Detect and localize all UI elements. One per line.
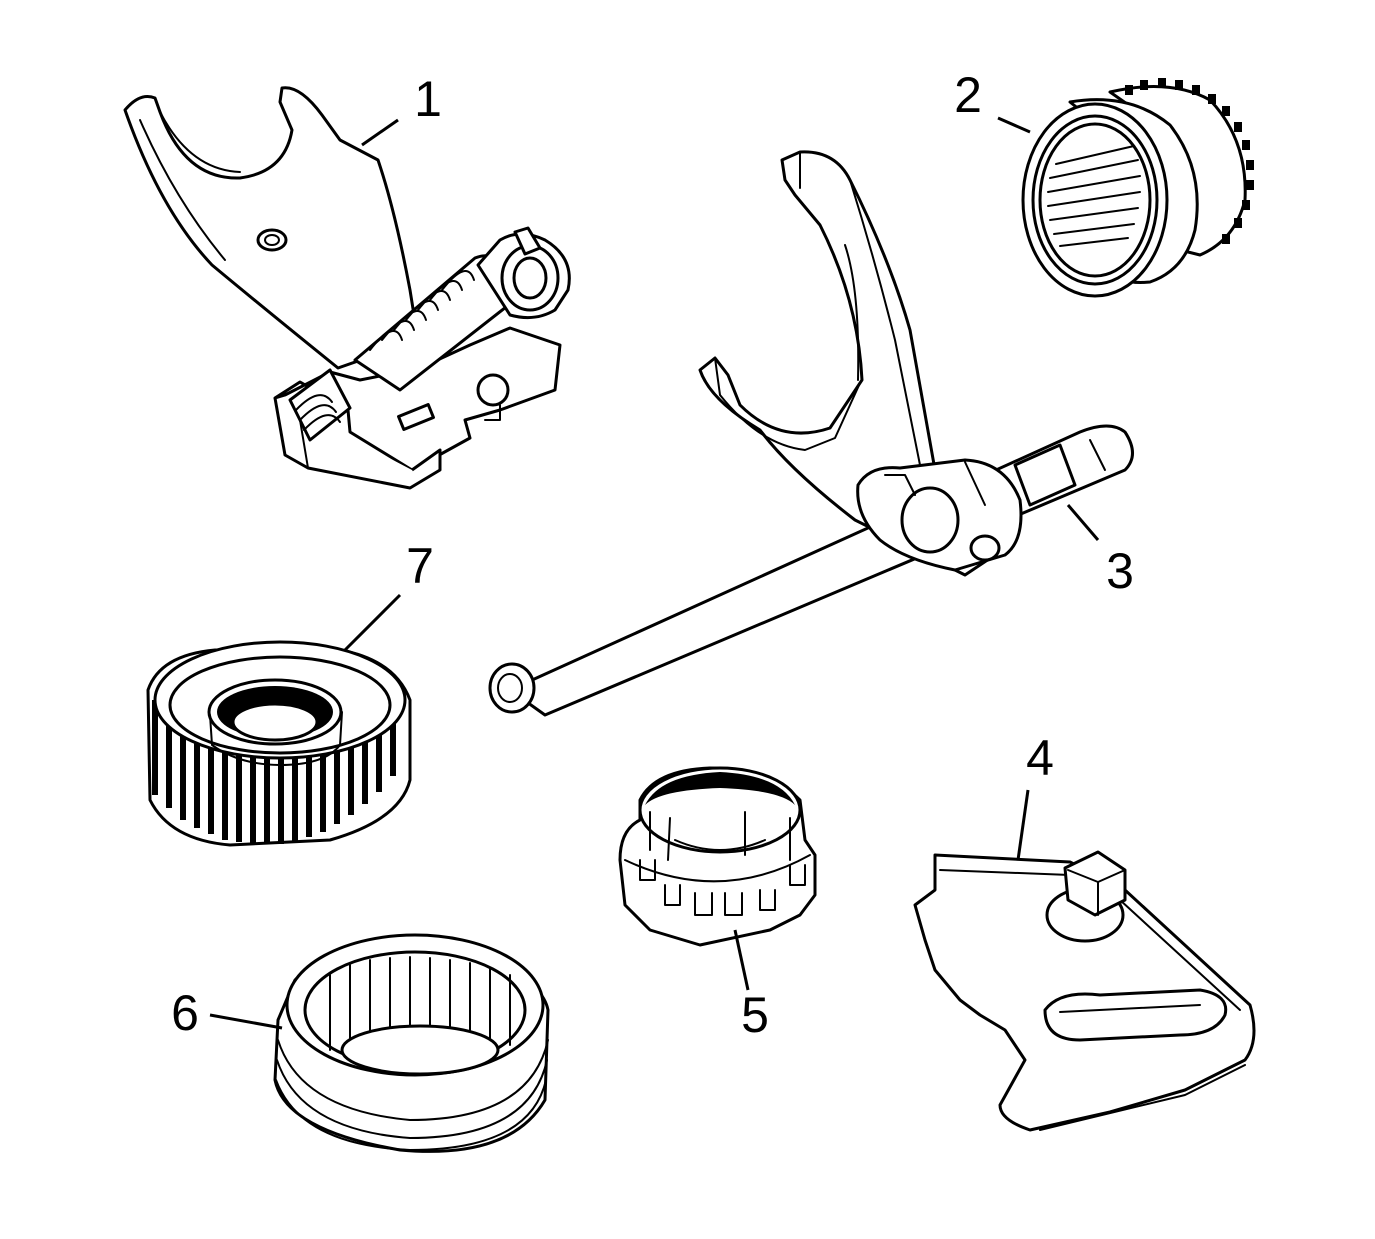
- leader-1: [361, 118, 399, 147]
- callout-5: 5: [741, 987, 769, 1043]
- leader-lines: [209, 116, 1100, 1030]
- leader-4: [1016, 789, 1030, 861]
- callout-3: 3: [1106, 543, 1134, 599]
- part-1-shift-fork-assembly: [123, 86, 571, 490]
- callout-1: 1: [414, 71, 442, 127]
- part-5-sync-hub: [618, 766, 817, 947]
- part-3-shift-fork-and-rail: [488, 150, 1134, 717]
- part-2-synchronizer-ring: [1021, 78, 1254, 298]
- part-6-sync-sleeve: [273, 933, 550, 1153]
- leader-7: [343, 593, 402, 652]
- callout-6: 6: [171, 985, 199, 1041]
- leader-6: [209, 1013, 283, 1030]
- leader-3: [1066, 504, 1100, 541]
- callout-labels: 1 2 3 4 5 6 7: [171, 67, 1134, 1043]
- leader-5: [733, 929, 750, 991]
- part-7-gear: [146, 640, 412, 847]
- leader-2: [997, 116, 1031, 134]
- part-4-detent-plate: [913, 850, 1256, 1132]
- callout-2: 2: [954, 67, 982, 123]
- callout-4: 4: [1026, 730, 1054, 786]
- callout-7: 7: [406, 538, 434, 594]
